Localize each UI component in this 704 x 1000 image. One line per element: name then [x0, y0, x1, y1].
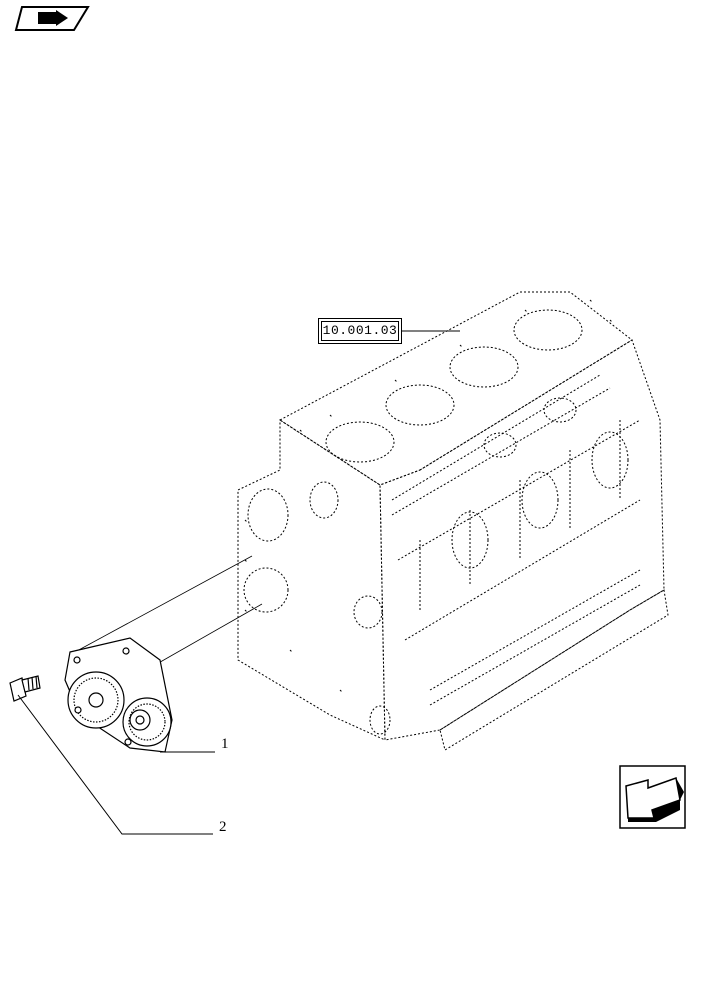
- assembly-lines: [74, 555, 263, 666]
- back-navigation-icon[interactable]: [14, 6, 90, 31]
- reference-label-box[interactable]: 10.001.03: [318, 318, 402, 344]
- reference-label: 10.001.03: [321, 321, 399, 341]
- callout-number-2: 2: [219, 819, 227, 835]
- next-page-arrow-icon[interactable]: [619, 765, 686, 829]
- oil-pump: [64, 637, 173, 753]
- engine-block: [237, 291, 669, 751]
- callout-number-1: 1: [221, 736, 229, 752]
- callout-leaders: [17, 694, 215, 835]
- bolt: [9, 675, 41, 702]
